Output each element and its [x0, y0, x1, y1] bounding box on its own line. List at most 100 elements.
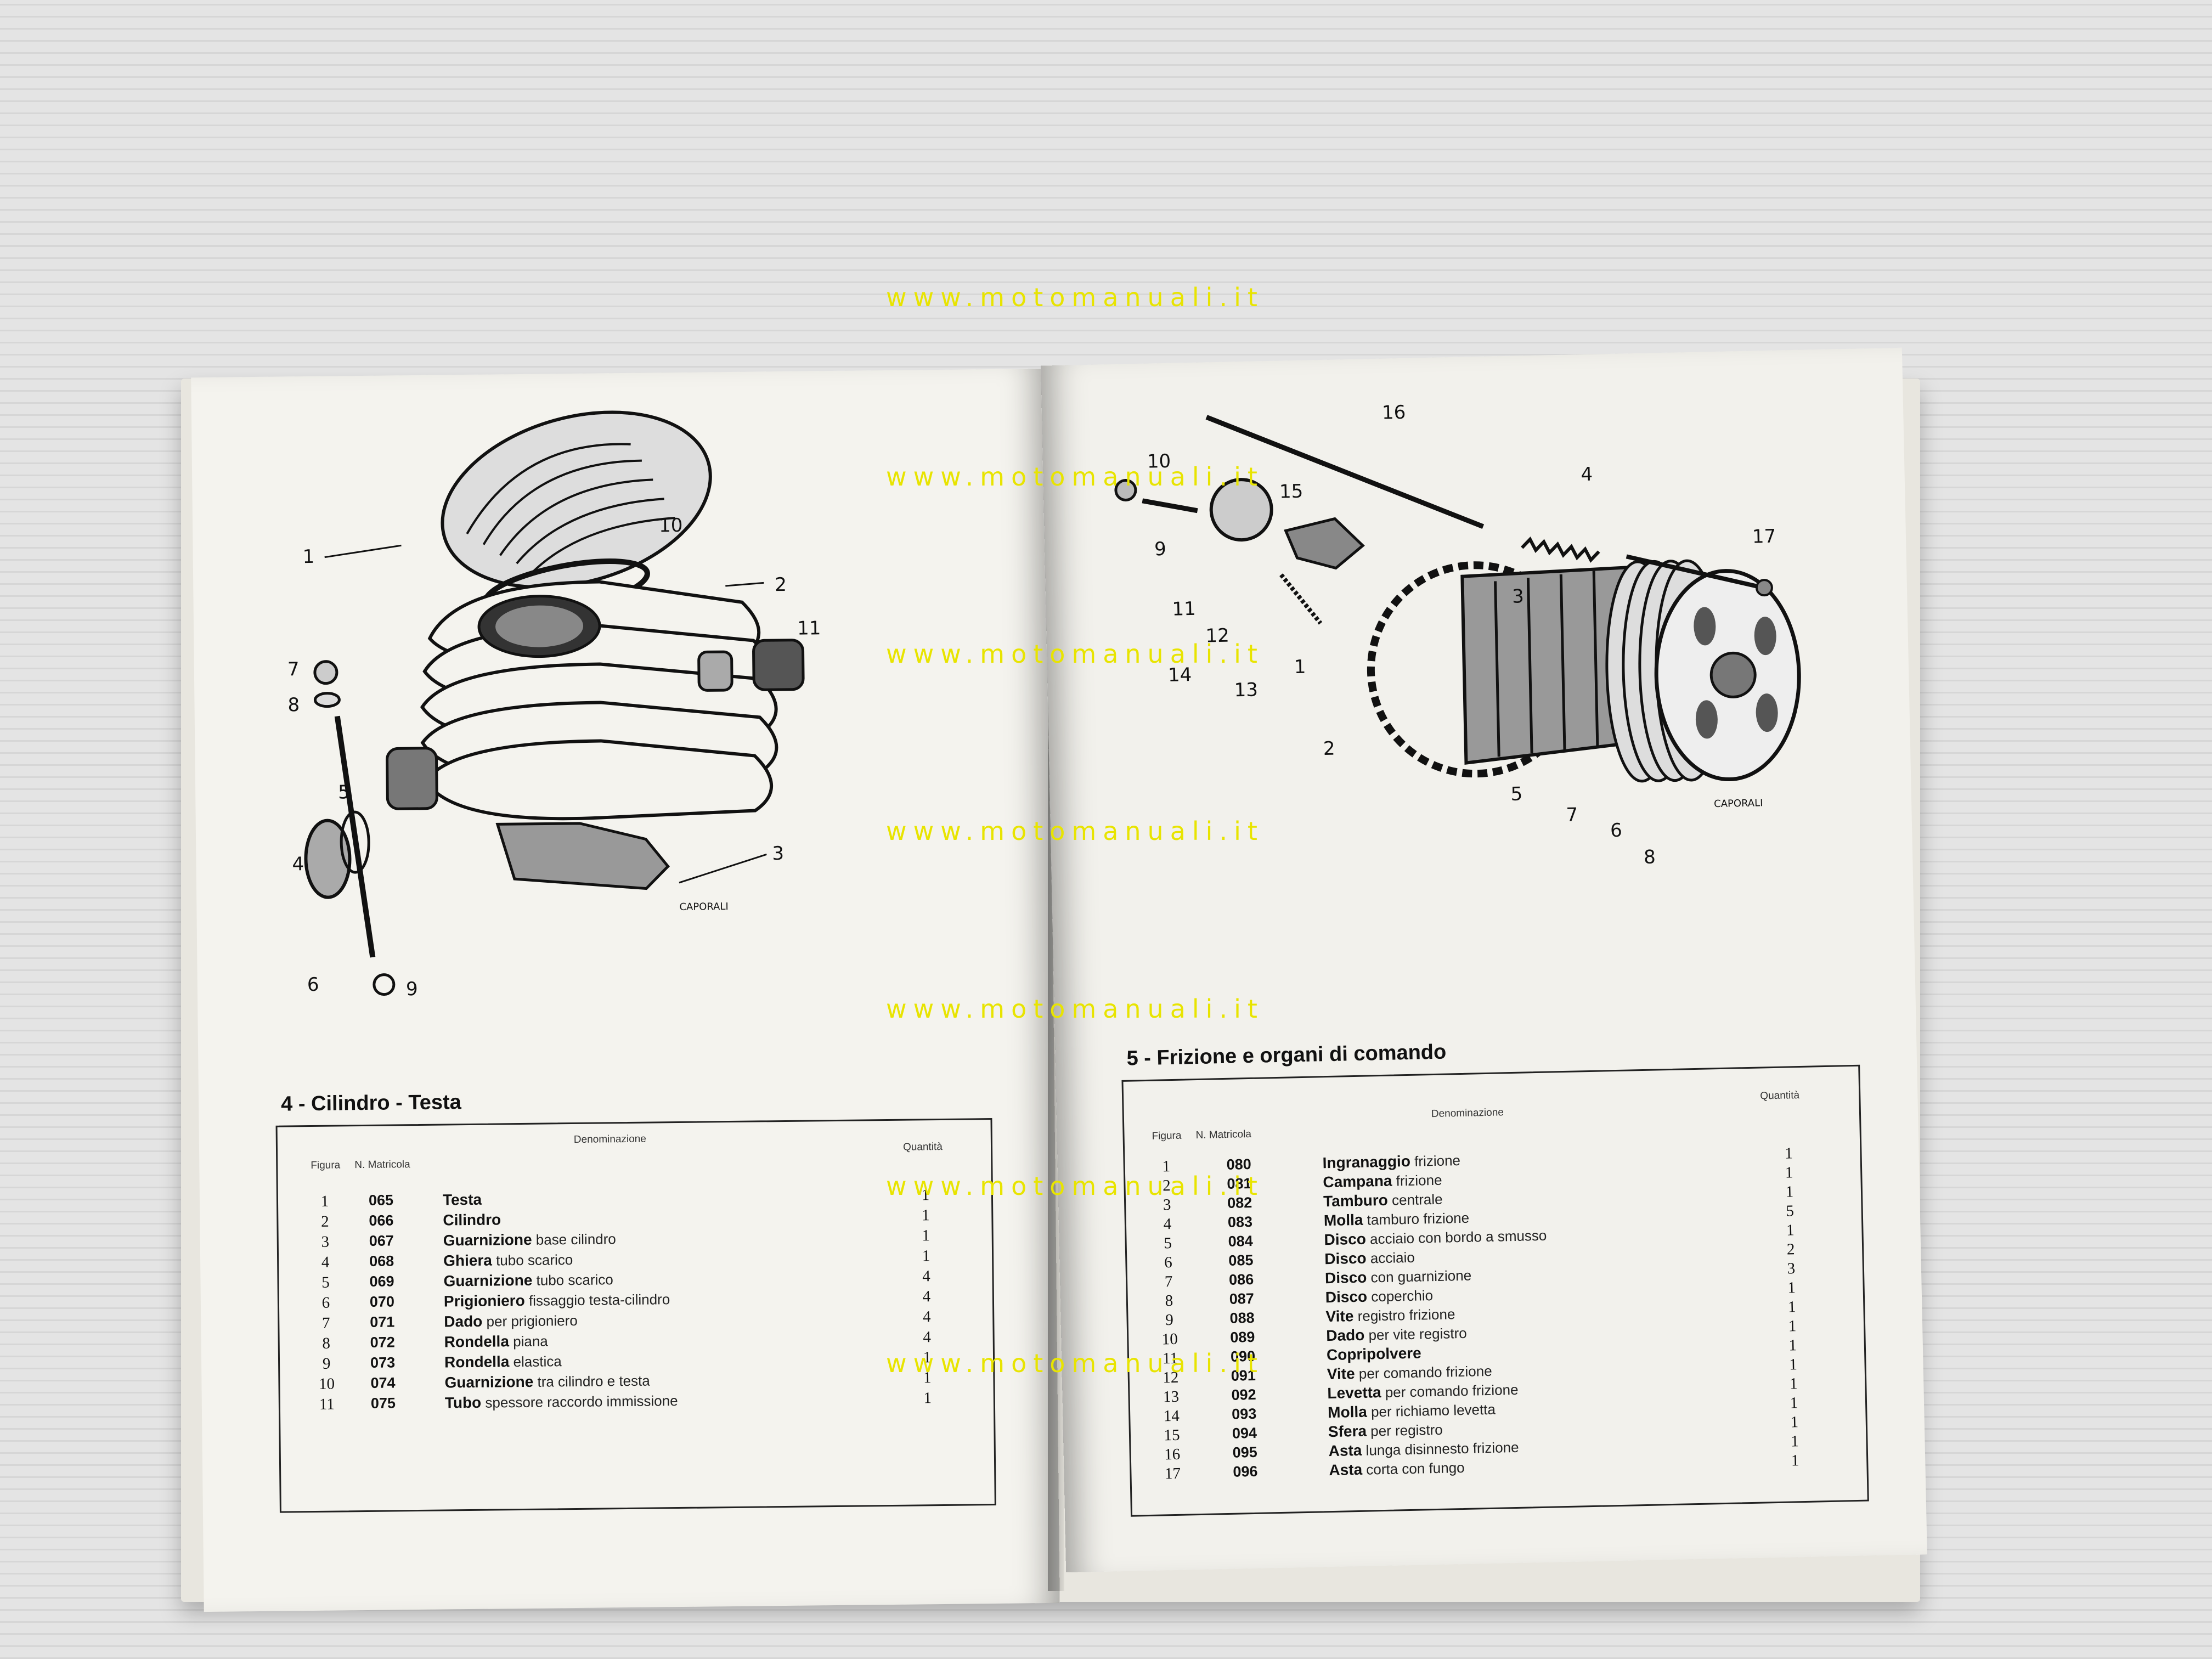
row-figura: 4 — [1163, 1215, 1172, 1233]
row-name-bold: Levetta — [1327, 1384, 1381, 1402]
callout-8: 8 — [287, 694, 300, 716]
row-matricola: 088 — [1229, 1309, 1255, 1327]
callout-2: 2 — [775, 574, 787, 596]
row-name-detail: per vite registro — [1368, 1324, 1467, 1344]
row-denominazione: Levetta per comando frizione — [1327, 1381, 1519, 1403]
right-page: 1 2 3 4 5 6 7 8 9 10 11 12 13 14 15 16 1 — [1041, 347, 1927, 1573]
row-name-detail: lunga disinnesto frizione — [1365, 1438, 1519, 1459]
row-name-bold: Disco — [1324, 1230, 1367, 1249]
callout-7: 7 — [287, 658, 300, 680]
row-matricola: 066 — [369, 1212, 394, 1229]
row-name-detail: tubo scarico — [495, 1251, 573, 1269]
row-name-bold: Molla — [1323, 1211, 1363, 1229]
row-matricola: 092 — [1231, 1386, 1256, 1403]
callout-11: 11 — [797, 617, 821, 639]
row-quantita: 1 — [1787, 1298, 1796, 1316]
row-denominazione: Ghiera tubo scarico — [443, 1251, 573, 1270]
row-matricola: 069 — [369, 1273, 394, 1290]
row-figura: 13 — [1163, 1387, 1180, 1406]
row-figura: 17 — [1164, 1464, 1181, 1483]
row-quantita: 1 — [922, 1227, 930, 1245]
row-matricola: 095 — [1232, 1443, 1258, 1461]
row-denominazione: Campana frizione — [1323, 1171, 1442, 1192]
row-figura: 4 — [321, 1253, 330, 1271]
row-name-bold: Disco — [1325, 1288, 1368, 1306]
row-quantita: 1 — [1787, 1279, 1796, 1297]
row-matricola: 086 — [1228, 1271, 1254, 1288]
callout-5: 5 — [1510, 783, 1522, 805]
row-quantita: 4 — [922, 1308, 931, 1326]
callout-2: 2 — [1323, 738, 1335, 760]
callout-14: 14 — [1168, 664, 1192, 686]
row-denominazione: Guarnizione tubo scarico — [443, 1271, 613, 1290]
row-denominazione: Copripolvere — [1327, 1345, 1421, 1365]
row-name-bold: Ghiera — [443, 1251, 493, 1269]
watermark: www.motomanuali.it — [886, 462, 1264, 492]
row-quantita: 1 — [1785, 1183, 1794, 1201]
row-figura: 9 — [322, 1355, 331, 1373]
callout-11: 11 — [1172, 598, 1196, 620]
row-name-detail: tubo scarico — [536, 1271, 613, 1289]
row-name-bold: Rondella — [444, 1333, 510, 1351]
clutch-exploded-drawing: 1 2 3 4 5 6 7 8 9 10 11 12 13 14 15 16 1 — [1074, 376, 1866, 1040]
row-name-bold: Vite — [1325, 1307, 1354, 1325]
col-header-denominazione: Denominazione — [573, 1133, 646, 1146]
col-header-denominazione: Denominazione — [1431, 1107, 1504, 1120]
row-figura: 5 — [1164, 1234, 1172, 1252]
row-figura: 7 — [1164, 1273, 1173, 1291]
parts-table-right: Figura N. Matricola Denominazione Quanti… — [1121, 1064, 1869, 1517]
row-matricola: 089 — [1229, 1328, 1255, 1346]
row-name-bold: Prigioniero — [443, 1291, 525, 1310]
row-name-bold: Disco — [1324, 1268, 1367, 1287]
row-name-bold: Cilindro — [443, 1211, 501, 1229]
callout-3: 3 — [1512, 585, 1524, 607]
row-name-bold: Dado — [1325, 1326, 1365, 1345]
row-name-bold: Rondella — [444, 1353, 510, 1371]
row-quantita: 1 — [1784, 1144, 1793, 1163]
row-denominazione: Dado per vite registro — [1326, 1324, 1467, 1345]
row-denominazione: Prigioniero fissaggio testa-cilindro — [444, 1290, 670, 1311]
row-name-detail: piana — [513, 1333, 548, 1350]
row-quantita: 1 — [1791, 1452, 1799, 1470]
watermark: www.motomanuali.it — [886, 639, 1264, 669]
row-figura: 5 — [321, 1273, 330, 1291]
row-name-detail: frizione — [1396, 1171, 1442, 1189]
row-name-bold: Guarnizione — [443, 1231, 532, 1249]
row-figura: 8 — [322, 1334, 331, 1352]
row-matricola: 065 — [368, 1192, 394, 1209]
watermark: www.motomanuali.it — [886, 816, 1264, 846]
row-figura: 8 — [1165, 1292, 1173, 1310]
callout-5: 5 — [338, 781, 350, 803]
row-figura: 3 — [321, 1233, 330, 1251]
row-figura: 15 — [1164, 1426, 1180, 1444]
row-name-detail: tra cilindro e testa — [537, 1372, 650, 1390]
row-name-bold: Ingranaggio — [1322, 1152, 1411, 1172]
row-name-detail: acciaio con bordo a smusso — [1369, 1227, 1547, 1248]
row-denominazione: Tubo spessore raccordo immissione — [445, 1392, 678, 1412]
row-denominazione: Rondella elastica — [444, 1352, 562, 1372]
row-denominazione: Sfera per registro — [1328, 1421, 1443, 1441]
row-name-bold: Sfera — [1328, 1422, 1367, 1441]
row-name-detail: centrale — [1391, 1190, 1443, 1209]
row-denominazione: Rondella piana — [444, 1333, 548, 1352]
row-quantita: 1 — [923, 1389, 932, 1407]
row-matricola: 070 — [369, 1293, 395, 1310]
row-quantita: 1 — [1786, 1221, 1795, 1239]
row-quantita: 2 — [1786, 1240, 1795, 1259]
row-matricola: 085 — [1228, 1251, 1254, 1269]
row-name-bold: Copripolvere — [1326, 1344, 1421, 1364]
row-figura: 14 — [1163, 1407, 1180, 1425]
row-denominazione: Guarnizione base cilindro — [443, 1230, 616, 1250]
row-quantita: 3 — [1787, 1260, 1796, 1278]
row-matricola: 068 — [369, 1252, 394, 1269]
col-header-matricola: N. Matricola — [1195, 1128, 1252, 1142]
row-quantita: 1 — [1788, 1336, 1797, 1355]
row-name-bold: Guarnizione — [444, 1373, 534, 1391]
row-quantita: 1 — [1790, 1413, 1799, 1431]
row-matricola: 093 — [1231, 1405, 1257, 1423]
row-quantita: 1 — [921, 1206, 930, 1224]
watermark: www.motomanuali.it — [886, 1171, 1264, 1201]
row-name-bold: Disco — [1324, 1249, 1367, 1268]
row-figura: 16 — [1164, 1445, 1181, 1464]
row-name-detail: tamburo frizione — [1367, 1209, 1470, 1228]
